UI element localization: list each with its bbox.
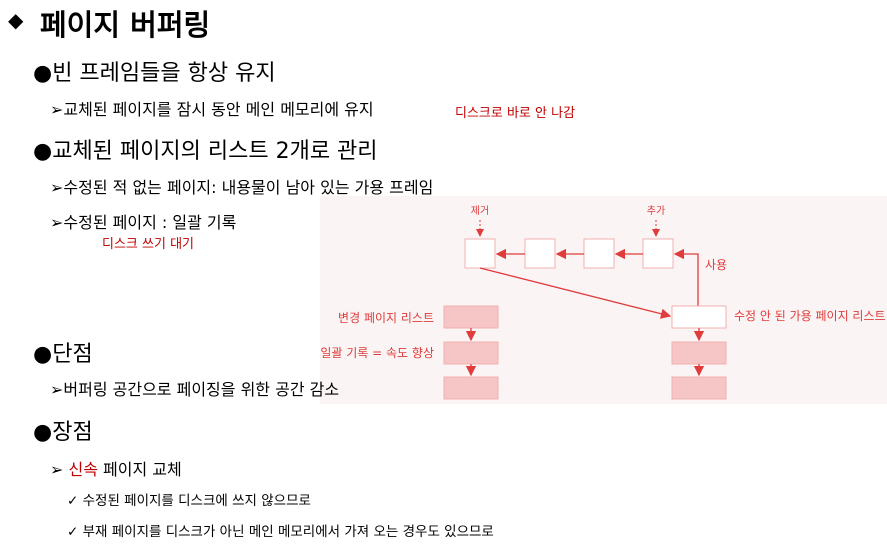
bullet-4-1-2-text: 부재 페이지를 디스크가 아닌 메인 메모리에서 가져 오는 경우도 있으므로 — [82, 524, 494, 540]
page-buffering-diagram: 제거 추가 사용 변경 페이지 리스트 일괄 기록 = 속도 향상 수정 안 된… — [320, 196, 887, 404]
frame-box-1 — [464, 238, 496, 269]
bullet-1-text: 빈 프레임들을 항상 유지 — [52, 61, 276, 86]
batch-write-label: 일괄 기록 = 속도 향상 — [320, 346, 434, 360]
bullet-4-1-highlight: 신속 — [68, 460, 98, 479]
bullet-1-1-text: 교체된 페이지를 잠시 동안 메인 메모리에 유지 — [63, 100, 374, 119]
bullet-4-text: 장점 — [52, 420, 93, 445]
modified-box-3 — [443, 376, 499, 400]
page-title: 페이지 버퍼링 — [40, 8, 211, 42]
bullet-2-2-note: 디스크 쓰기 대기 — [102, 237, 194, 252]
diamond-bullet-icon: ◆ — [8, 8, 24, 32]
bullet-3-1-text: 버퍼링 공간으로 페이징을 위한 공간 감소 — [63, 380, 340, 399]
bullet-2-text: 교체된 페이지의 리스트 2개로 관리 — [52, 139, 378, 164]
bullet-2: ●교체된 페이지의 리스트 2개로 관리 — [33, 139, 378, 164]
bullet-3: ●단점 — [33, 342, 93, 367]
free-box-1 — [671, 305, 727, 329]
bullet-4-1-2: ✓ 부재 페이지를 디스크가 아닌 메인 메모리에서 가져 오는 경우도 있으므… — [67, 524, 494, 540]
free-box-3 — [671, 376, 727, 400]
bullet-2-1-text: 수정된 적 없는 페이지: 내용물이 남아 있는 가용 프레임 — [63, 178, 434, 197]
frame-box-3 — [583, 238, 615, 269]
bullet-2-1: ➢수정된 적 없는 페이지: 내용물이 남아 있는 가용 프레임 — [50, 178, 434, 197]
bullet-4-1: ➢ 신속 페이지 교체 — [50, 460, 182, 479]
modified-list-label: 변경 페이지 리스트 — [338, 311, 434, 325]
free-list-label: 수정 안 된 가용 페이지 리스트 — [734, 309, 886, 323]
bullet-1-1: ➢교체된 페이지를 잠시 동안 메인 메모리에 유지 — [50, 100, 374, 119]
bullet-1-1-note: 디스크로 바로 안 나감 — [455, 106, 576, 121]
bullet-2-2: ➢수정된 페이지 : 일괄 기록 — [50, 213, 237, 232]
bullet-2-2-text: 수정된 페이지 : 일괄 기록 — [63, 213, 237, 232]
frame-box-2 — [524, 238, 556, 269]
bullet-4-1-text: 페이지 교체 — [97, 460, 182, 479]
use-label: 사용 — [705, 258, 727, 272]
bullet-3-text: 단점 — [52, 342, 93, 367]
add-label: 추가 — [647, 205, 665, 217]
bullet-3-1: ➢버퍼링 공간으로 페이징을 위한 공간 감소 — [50, 380, 340, 399]
bullet-4-1-1: ✓ 수정된 페이지를 디스크에 쓰지 않으므로 — [67, 493, 311, 509]
modified-box-1 — [443, 305, 499, 329]
frame-box-4 — [642, 238, 674, 269]
modified-box-2 — [443, 341, 499, 365]
bullet-1: ●빈 프레임들을 항상 유지 — [33, 61, 276, 86]
bullet-4-1-1-text: 수정된 페이지를 디스크에 쓰지 않으므로 — [82, 493, 311, 509]
remove-label: 제거 — [471, 205, 489, 217]
free-box-2 — [671, 341, 727, 365]
bullet-4: ●장점 — [33, 420, 93, 445]
